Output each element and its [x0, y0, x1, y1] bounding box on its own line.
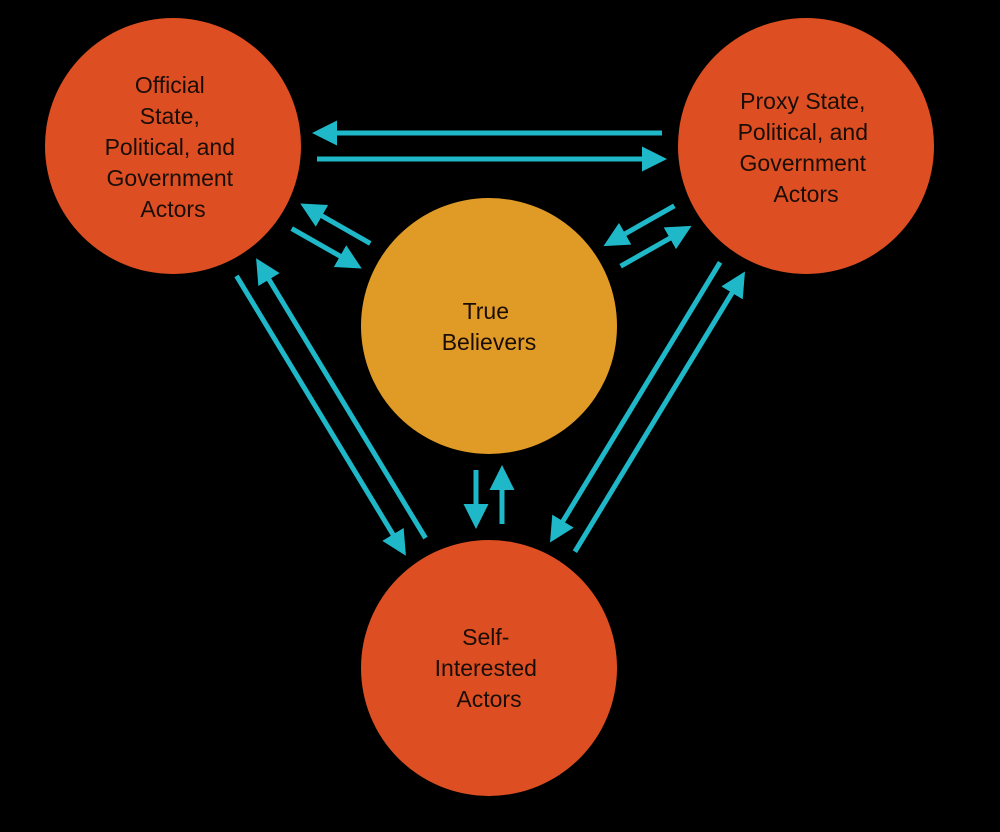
node-proxy-line-1: Proxy State, [740, 88, 865, 114]
node-self-interested-line-2: Interested [435, 655, 537, 681]
node-proxy-line-4: Actors [773, 181, 838, 207]
node-self-interested-line-1: Self- [462, 624, 509, 650]
node-official-line-1: Official [135, 72, 205, 98]
arrow-self-interested-to-proxy [572, 271, 745, 553]
node-proxy-actors: Proxy State, Political, and Government A… [678, 18, 934, 274]
node-believers-circle [361, 198, 617, 454]
node-proxy-line-3: Government [740, 150, 867, 176]
arrow-proxy-to-believers [603, 203, 676, 247]
node-official-line-5: Actors [140, 196, 205, 222]
node-believers-line-2: Believers [442, 329, 537, 355]
node-self-interested-label: Self- Interested Actors [435, 624, 544, 712]
node-proxy-line-2: Political, and [738, 119, 868, 145]
arrow-believers-to-official [300, 203, 372, 246]
node-official-line-4: Government [107, 165, 234, 191]
arrow-believers-to-proxy [619, 225, 692, 269]
arrow-proxy-to-self-interested [550, 261, 723, 543]
arrows-layer [234, 120, 745, 556]
node-official-line-3: Political, and [105, 134, 235, 160]
arrow-official-to-self-interested [234, 274, 406, 556]
node-believers-line-1: True [463, 298, 509, 324]
arrow-self-interested-to-official [256, 258, 428, 540]
node-official-line-2: State, [140, 103, 200, 129]
node-official-label: Official State, Political, and Governmen… [105, 72, 242, 222]
node-self-interested-line-3: Actors [456, 686, 521, 712]
node-self-interested-circle [361, 540, 617, 796]
node-proxy-circle [678, 18, 934, 274]
node-official-actors: Official State, Political, and Governmen… [45, 18, 301, 274]
node-believers-label: True Believers [442, 298, 537, 355]
node-true-believers: True Believers [361, 198, 617, 454]
arrow-official-to-believers [290, 226, 362, 269]
node-official-circle [45, 18, 301, 274]
node-self-interested-actors: Self- Interested Actors [361, 540, 617, 796]
node-proxy-label: Proxy State, Political, and Government A… [738, 88, 875, 207]
